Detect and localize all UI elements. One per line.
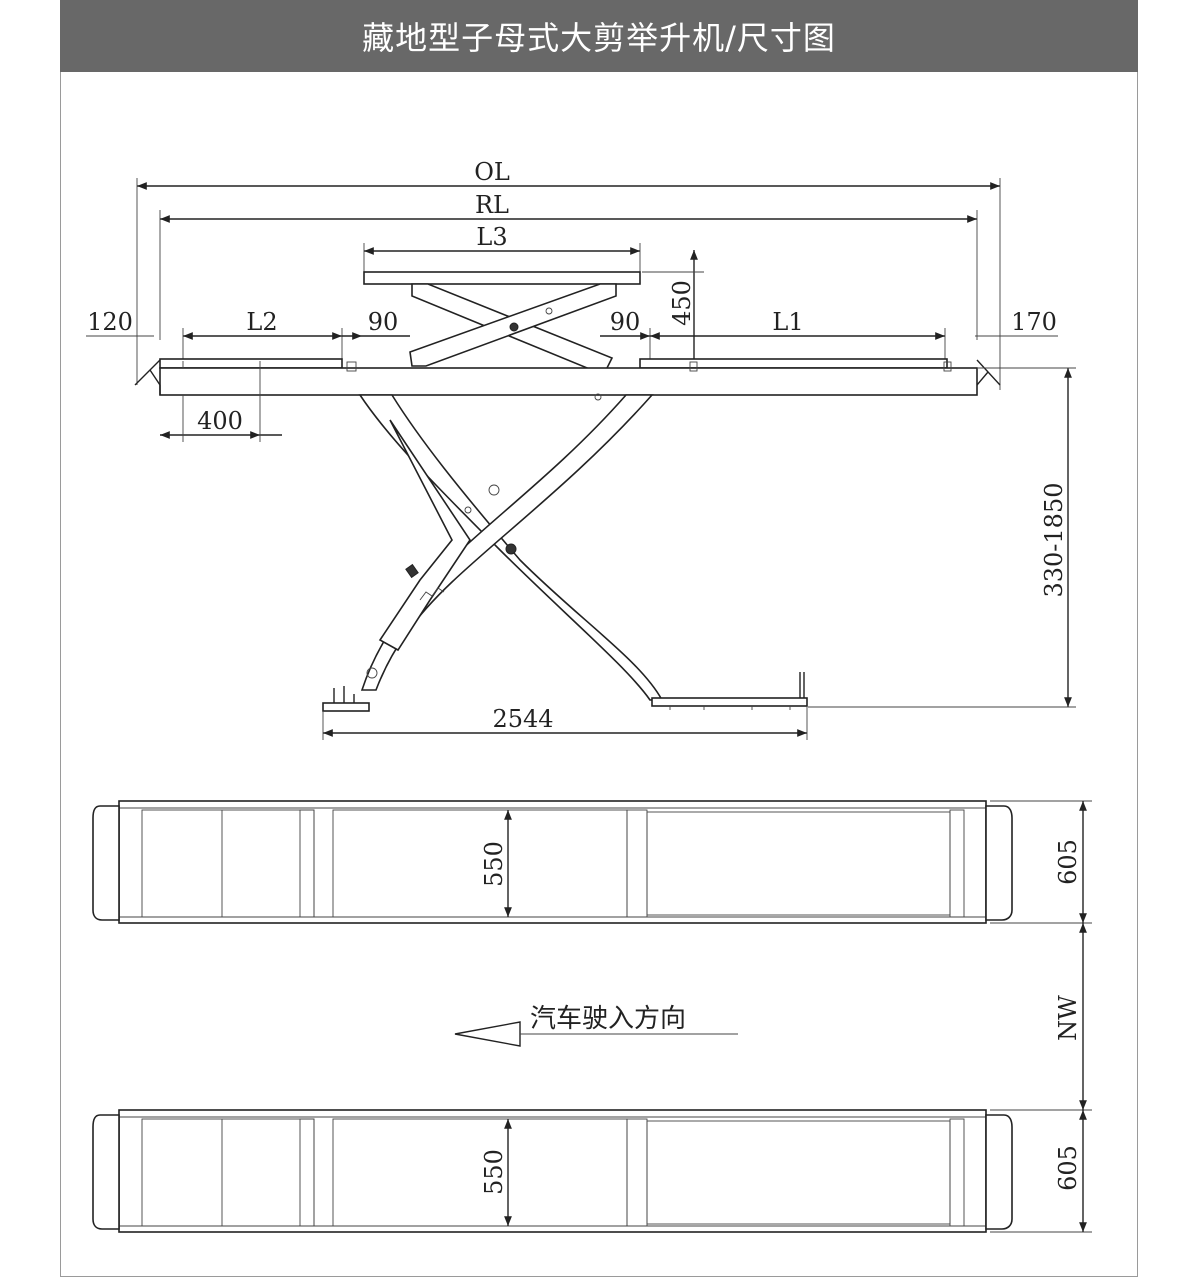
dim-l3: L3	[363, 223, 641, 272]
dim-170-label: 170	[1011, 308, 1057, 336]
dim-450: 450	[642, 250, 704, 382]
dim-605-top-label: 605	[1054, 839, 1082, 885]
title-bar: 藏地型子母式大剪举升机/尺寸图	[60, 0, 1138, 72]
dim-2544: 2544	[322, 705, 808, 740]
top-runway-1: 550	[92, 800, 1013, 924]
top-pad	[363, 271, 641, 285]
dim-400-label: 400	[197, 407, 243, 435]
base-plates	[322, 672, 808, 712]
top-runway-2: 550	[92, 1109, 1013, 1233]
dim-l3-label: L3	[476, 223, 507, 251]
dim-90-right-label: 90	[610, 308, 641, 336]
side-view: OL RL L3 450 120 L2	[86, 158, 1076, 740]
runway-beam	[134, 358, 1001, 396]
dim-nw-label: NW	[1054, 995, 1082, 1041]
page-title: 藏地型子母式大剪举升机/尺寸图	[362, 19, 836, 57]
upper-scissor	[409, 283, 617, 371]
dim-550-top-label: 550	[480, 841, 508, 887]
dim-120-label: 120	[87, 308, 133, 336]
dim-605-bottom-label: 605	[1054, 1145, 1082, 1191]
direction-note: 汽车驶入方向	[530, 1004, 686, 1034]
page-frame	[60, 0, 1138, 1277]
dim-2544-label: 2544	[492, 705, 553, 733]
dim-550-bottom-label: 550	[480, 1149, 508, 1195]
dim-450-label: 450	[668, 280, 696, 326]
dim-rl-label: RL	[475, 191, 509, 219]
dim-90-left-label: 90	[368, 308, 399, 336]
dim-l2-label: L2	[246, 308, 277, 336]
dim-height-label: 330-1850	[1040, 483, 1068, 598]
lower-scissor	[358, 393, 664, 701]
dim-row-top: 120 L2 90 90 L1 170	[86, 308, 1058, 360]
top-view-width-dims: 605 NW 605	[990, 800, 1092, 1233]
dim-l1-label: L1	[772, 308, 803, 336]
dim-height: 330-1850	[808, 367, 1076, 708]
driving-direction: 汽车驶入方向	[454, 1004, 738, 1047]
dim-ol: OL	[136, 158, 1001, 390]
dim-ol-label: OL	[474, 158, 510, 186]
dim-rl: RL	[159, 191, 978, 340]
direction-arrow-icon	[454, 1021, 521, 1047]
dim-400: 400	[159, 368, 282, 442]
